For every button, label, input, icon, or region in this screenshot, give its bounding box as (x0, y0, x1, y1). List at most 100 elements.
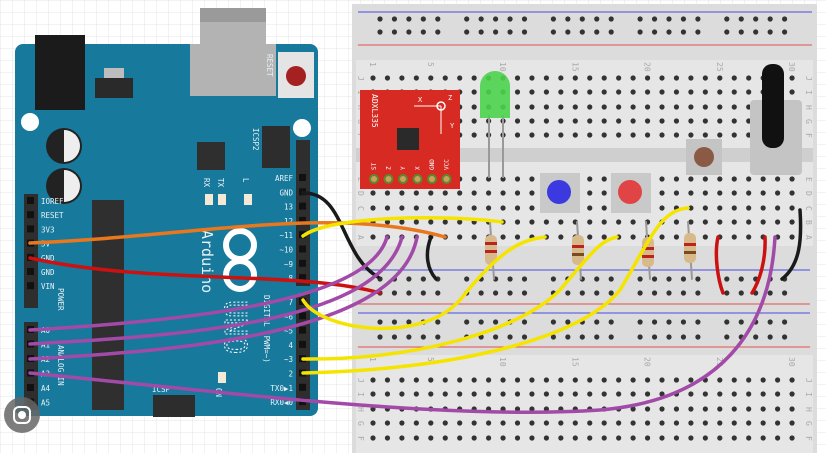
breadboard-hole[interactable] (471, 205, 477, 211)
breadboard-hole[interactable] (514, 190, 521, 196)
rail-hole[interactable] (406, 16, 412, 22)
breadboard-hole[interactable] (789, 435, 795, 441)
rail-hole[interactable] (782, 29, 788, 35)
breadboard-hole[interactable] (746, 420, 752, 426)
breadboard-hole[interactable] (572, 420, 578, 426)
breadboard-hole[interactable] (702, 89, 708, 95)
rail-hole[interactable] (420, 334, 426, 340)
rail-hole[interactable] (651, 276, 658, 282)
rail-hole[interactable] (738, 16, 744, 22)
breadboard-hole[interactable] (688, 205, 694, 211)
breadboard-hole[interactable] (731, 89, 737, 95)
breadboard-hole[interactable] (659, 377, 665, 383)
breadboard-hole[interactable] (471, 104, 477, 110)
breadboard-hole[interactable] (572, 435, 578, 441)
breadboard-hole[interactable] (471, 435, 477, 441)
breadboard-hole[interactable] (789, 190, 795, 196)
breadboard-hole[interactable] (543, 118, 550, 124)
breadboard-hole[interactable] (659, 435, 665, 441)
breadboard-hole[interactable] (644, 406, 651, 412)
breadboard-hole[interactable] (457, 391, 463, 397)
breadboard-hole[interactable] (514, 104, 521, 110)
breadboard-hole[interactable] (587, 190, 593, 196)
breadboard-hole[interactable] (717, 219, 723, 225)
rail-hole[interactable] (651, 319, 658, 325)
breadboard-hole[interactable] (644, 420, 651, 426)
breadboard-hole[interactable] (587, 176, 593, 182)
breadboard-hole[interactable] (616, 118, 622, 124)
breadboard-hole[interactable] (587, 420, 593, 426)
breadboard-hole[interactable] (731, 391, 737, 397)
breadboard-hole[interactable] (428, 75, 434, 81)
breadboard-hole[interactable] (659, 104, 665, 110)
rail-hole[interactable] (550, 334, 557, 340)
breadboard-hole[interactable] (543, 132, 550, 138)
breadboard-hole[interactable] (514, 435, 521, 441)
breadboard-hole[interactable] (384, 391, 391, 397)
breadboard-hole[interactable] (746, 190, 752, 196)
breadboard-hole[interactable] (457, 205, 463, 211)
breadboard-hole[interactable] (413, 435, 419, 441)
breadboard-hole[interactable] (601, 420, 607, 426)
rail-hole[interactable] (565, 29, 571, 35)
breadboard-hole[interactable] (413, 420, 419, 426)
breadboard-hole[interactable] (370, 75, 376, 81)
breadboard-hole[interactable] (702, 435, 708, 441)
rail-hole[interactable] (695, 319, 701, 325)
breadboard-hole[interactable] (601, 377, 607, 383)
breadboard-hole[interactable] (688, 420, 694, 426)
breadboard-hole[interactable] (601, 234, 607, 240)
breadboard-hole[interactable] (688, 406, 694, 412)
breadboard-hole[interactable] (471, 377, 477, 383)
rail-hole[interactable] (594, 334, 600, 340)
rail-hole[interactable] (637, 276, 643, 282)
breadboard-hole[interactable] (529, 176, 535, 182)
breadboard-hole[interactable] (659, 190, 665, 196)
breadboard-hole[interactable] (688, 391, 694, 397)
rail-hole[interactable] (550, 276, 557, 282)
rail-hole[interactable] (435, 319, 441, 325)
rail-hole[interactable] (680, 29, 687, 35)
breadboard-hole[interactable] (630, 75, 636, 81)
breadboard-hole[interactable] (529, 435, 535, 441)
breadboard-hole[interactable] (616, 132, 622, 138)
breadboard-hole[interactable] (760, 176, 766, 182)
breadboard-hole[interactable] (673, 75, 680, 81)
breadboard-hole[interactable] (688, 190, 694, 196)
breadboard-hole[interactable] (688, 75, 694, 81)
breadboard-hole[interactable] (457, 190, 463, 196)
rail-hole[interactable] (478, 319, 484, 325)
rail-hole[interactable] (782, 16, 788, 22)
rail-hole[interactable] (637, 29, 643, 35)
breadboard-hole[interactable] (673, 190, 680, 196)
breadboard-hole[interactable] (514, 377, 521, 383)
breadboard-hole[interactable] (717, 391, 723, 397)
breadboard-hole[interactable] (558, 377, 564, 383)
breadboard-hole[interactable] (428, 391, 434, 397)
breadboard-hole[interactable] (500, 377, 506, 383)
rail-hole[interactable] (550, 16, 557, 22)
rail-hole[interactable] (651, 290, 658, 296)
breadboard-hole[interactable] (789, 234, 795, 240)
rail-hole[interactable] (738, 29, 744, 35)
breadboard-hole[interactable] (630, 391, 636, 397)
breadboard-hole[interactable] (644, 391, 651, 397)
breadboard-hole[interactable] (746, 89, 752, 95)
breadboard-hole[interactable] (731, 176, 737, 182)
breadboard-hole[interactable] (673, 234, 680, 240)
breadboard-hole[interactable] (514, 75, 521, 81)
breadboard-hole[interactable] (789, 377, 795, 383)
breadboard-hole[interactable] (514, 219, 521, 225)
breadboard-hole[interactable] (630, 406, 636, 412)
rail-hole[interactable] (666, 276, 672, 282)
rail-hole[interactable] (521, 16, 528, 22)
breadboard-hole[interactable] (514, 205, 521, 211)
breadboard-hole[interactable] (413, 391, 419, 397)
rail-hole[interactable] (435, 334, 441, 340)
breadboard-hole[interactable] (514, 118, 521, 124)
breadboard-hole[interactable] (572, 118, 578, 124)
breadboard-hole[interactable] (457, 234, 463, 240)
rail-hole[interactable] (507, 334, 513, 340)
breadboard-hole[interactable] (587, 219, 593, 225)
rail-hole[interactable] (594, 16, 600, 22)
